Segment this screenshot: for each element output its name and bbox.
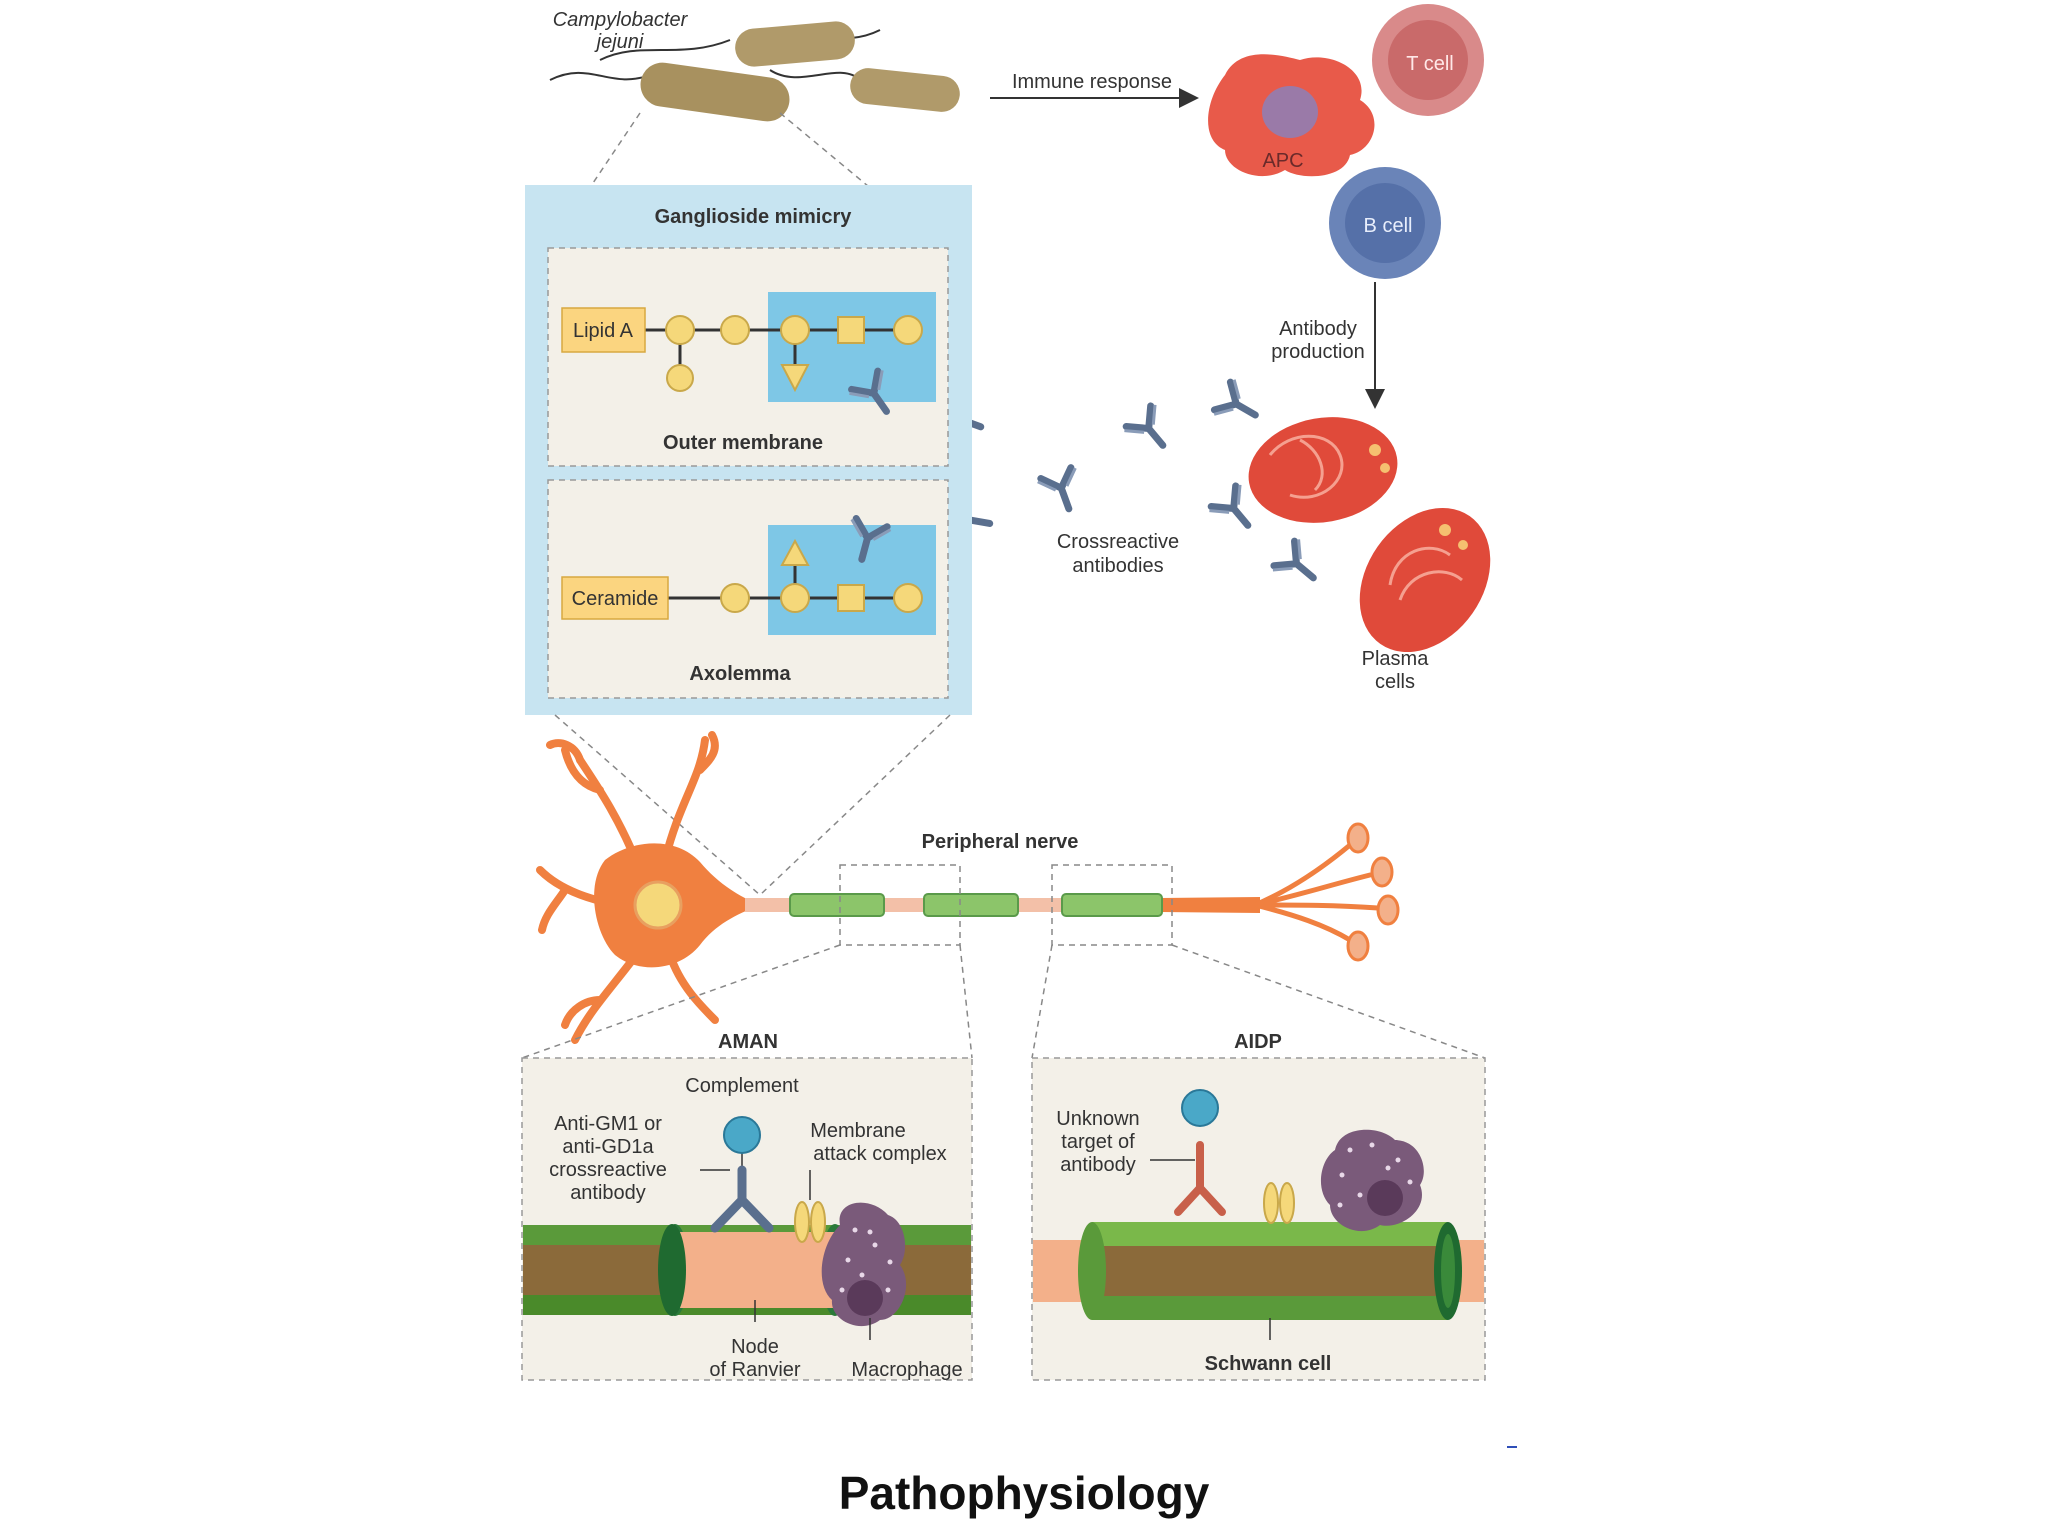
- bacterium-label-line1: Campylobacter: [553, 9, 689, 31]
- aidp-title: AIDP: [1234, 1031, 1282, 1053]
- b-cell: [1329, 167, 1441, 279]
- outer-membrane-glycan-chain: [561, 307, 923, 423]
- b-cell-label: B cell: [1364, 215, 1413, 237]
- myelin-sheaths: [789, 893, 1163, 917]
- schwann-cell-label: Schwann cell: [1205, 1353, 1332, 1375]
- aman-title: AMAN: [718, 1031, 778, 1053]
- unknown-target-label-line3: antibody: [1060, 1154, 1136, 1176]
- immune-response-label: Immune response: [1012, 71, 1172, 93]
- anti-gm1-label-line2: anti-GD1a: [562, 1136, 654, 1158]
- campylobacter-bacteria: [549, 21, 960, 122]
- macrophage-label: Macrophage: [851, 1359, 962, 1381]
- anti-gm1-label-line1: Anti-GM1 or: [554, 1113, 662, 1135]
- aidp-panel: [1031, 1057, 1486, 1381]
- peripheral-nerve-label: Peripheral nerve: [922, 831, 1079, 853]
- neuron: [536, 714, 1400, 1044]
- slide-caption: Pathophysiology: [838, 1467, 1210, 1519]
- aman-panel: [521, 1057, 973, 1381]
- node-of-ranvier-label-line2: of Ranvier: [709, 1359, 800, 1381]
- ganglioside-mimicry-title: Ganglioside mimicry: [655, 206, 853, 228]
- unknown-target-label-line2: target of: [1061, 1131, 1135, 1153]
- ceramide-label: Ceramide: [572, 588, 659, 610]
- plasma-cell-2: [1359, 507, 1491, 653]
- aidp-zoom-box: [1051, 864, 1173, 946]
- plasma-cell-1: [1248, 417, 1398, 523]
- complement-label: Complement: [685, 1075, 799, 1097]
- apc-cell: [1208, 54, 1375, 177]
- anti-gm1-label-line4: antibody: [570, 1182, 646, 1204]
- node-of-ranvier-label-line1: Node: [731, 1336, 779, 1358]
- axolemma-glycan-chain: [561, 517, 923, 620]
- bacterium-label-line2: jejuni: [594, 31, 644, 53]
- plasma-cells-label-line2: cells: [1375, 671, 1415, 693]
- membrane-attack-complex-label-line2: attack complex: [813, 1143, 946, 1165]
- lipid-a-label: Lipid A: [573, 320, 634, 342]
- stray-mark: [1507, 1446, 1517, 1448]
- t-cell: [1372, 4, 1484, 116]
- crossreactive-antibodies-label-line1: Crossreactive: [1057, 531, 1179, 553]
- ganglioside-mimicry-panel: [525, 112, 972, 715]
- antibody-production-label-line2: production: [1271, 341, 1364, 363]
- aman-zoom-box: [839, 864, 961, 946]
- membrane-attack-complex-label-line1: Membrane: [810, 1120, 906, 1142]
- crossreactive-antibodies-label-line2: antibodies: [1072, 555, 1163, 577]
- anti-gm1-label-line3: crossreactive: [549, 1159, 667, 1181]
- unknown-target-label-line1: Unknown: [1056, 1108, 1139, 1130]
- antibody-production-label-line1: Antibody: [1279, 318, 1357, 340]
- t-cell-label: T cell: [1406, 53, 1453, 75]
- plasma-cells-label-line1: Plasma: [1362, 648, 1430, 670]
- axolemma-label: Axolemma: [689, 663, 791, 685]
- outer-membrane-label: Outer membrane: [663, 432, 823, 454]
- apc-label: APC: [1262, 150, 1303, 172]
